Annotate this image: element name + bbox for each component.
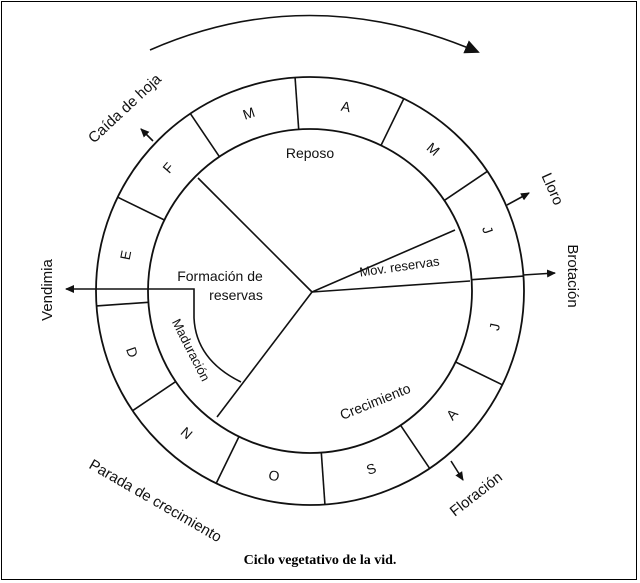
month-divider [96,301,149,307]
phase-line-reposo [197,177,313,293]
event-arrow-lloro [506,192,530,206]
inner-ring [147,128,473,454]
phase-line-mov-crec [311,280,471,293]
event-floracion: Floración [447,469,506,520]
month-label: D [123,345,141,360]
phase-line-reposo-mov [311,229,456,293]
month-divider [320,452,326,505]
phase-formacion-line2: reservas [209,287,263,303]
phase-line-crec-form [216,291,313,418]
month-label: J [479,224,496,236]
month-label: F [159,159,177,176]
phase-formacion-line1: Formación de [177,268,263,284]
figure-caption: Ciclo vegetativo de la vid. [243,553,397,568]
event-arrow-brotacion [522,269,556,278]
month-divider [443,170,488,202]
outer-ring [95,76,525,506]
month-divider [471,275,524,281]
event-arrow-caida-hoja [140,128,154,142]
month-divider [455,361,503,386]
event-parada: Parada de crecimiento [86,456,224,546]
direction-arc [149,14,480,54]
month-divider [117,196,165,221]
month-divider [215,436,240,484]
event-caida-hoja: Caída de hoja [85,70,165,147]
phase-reposo: Reposo [286,145,334,161]
month-label: J [486,322,503,332]
month-divider [294,77,300,130]
month-divider [380,98,405,146]
maduracion-boundary [152,288,242,383]
event-lloro: Lloro [538,170,567,207]
event-arrow-floracion [450,460,464,481]
month-label: S [364,460,378,478]
month-label: N [178,424,196,443]
month-label: A [443,405,462,423]
phase-mov-reservas: Mov. reservas [358,253,440,279]
event-brotacion: Brotación [564,244,581,307]
phase-maduracion: Maduración [169,316,213,383]
month-label: M [241,104,257,123]
month-divider [132,380,177,412]
month-divider [399,424,431,469]
phase-crecimiento: Crecimiento [337,380,412,423]
month-divider [189,113,221,158]
month-label: E [117,249,134,261]
month-label: M [424,139,443,159]
month-label: O [267,467,281,485]
month-dividers [96,77,524,505]
event-vendimia: Vendimia [39,258,56,320]
month-labels: D E F M A M J J A S O N [117,98,503,485]
month-label: A [340,98,353,116]
